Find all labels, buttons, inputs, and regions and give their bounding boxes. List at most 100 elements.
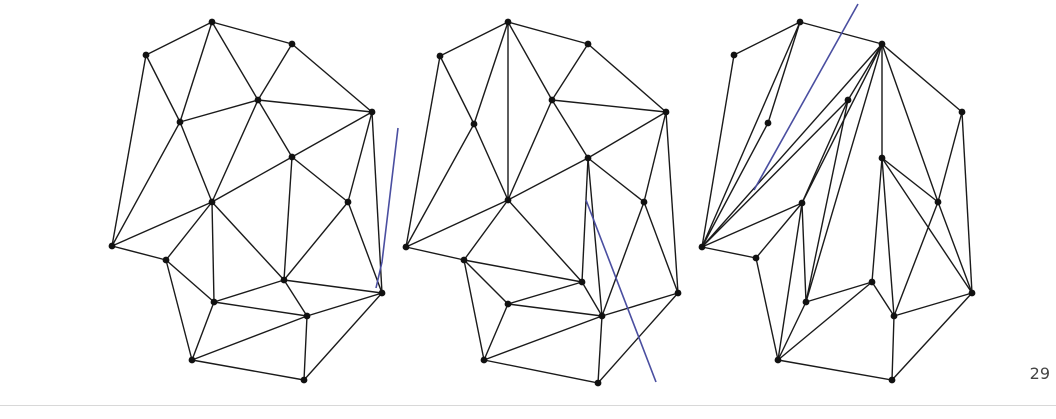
triangle-edge — [881, 157, 895, 317]
triangle-edge — [551, 99, 667, 113]
triangle-edge — [801, 43, 883, 204]
vertex — [162, 256, 170, 264]
vertex — [598, 312, 606, 320]
triangle-edge — [439, 21, 509, 57]
triangle-edge — [439, 55, 475, 125]
triangle-edge — [597, 315, 603, 384]
vertex — [584, 154, 592, 162]
vertex — [288, 40, 296, 48]
triangulation-panel-1 — [108, 18, 399, 384]
triangle-edge — [291, 111, 373, 158]
vertex — [958, 108, 966, 116]
triangle-edge — [165, 259, 193, 361]
vertex — [578, 278, 586, 286]
triangle-edge — [701, 122, 769, 248]
triangle-edge — [601, 201, 645, 317]
triangle-edge — [587, 43, 667, 113]
vertex — [796, 18, 804, 26]
triangle-edge — [211, 201, 215, 303]
bottom-divider — [0, 405, 1056, 406]
triangle-edge — [507, 99, 553, 201]
triangle-edge — [587, 157, 603, 317]
triangle-edge — [507, 199, 583, 283]
vertex — [878, 40, 886, 48]
triangle-edge — [213, 301, 308, 317]
vertex — [280, 276, 288, 284]
triangle-edge — [347, 111, 373, 203]
triangle-edge — [463, 259, 485, 361]
vertex — [254, 96, 262, 104]
vertex — [662, 108, 670, 116]
triangle-edge — [937, 201, 973, 294]
vertex — [142, 51, 150, 59]
triangle-edge — [643, 201, 679, 294]
triangle-edge — [551, 43, 589, 101]
triangle-edge — [551, 99, 589, 159]
triangle-edge — [211, 99, 259, 203]
triangle-edge — [601, 292, 679, 317]
vertex — [844, 96, 852, 104]
triangle-edge — [211, 21, 259, 101]
triangle-edge — [257, 43, 293, 101]
triangle-edge — [303, 315, 308, 381]
triangle-edge — [701, 99, 849, 248]
triangle-edge — [191, 315, 308, 361]
triangle-edge — [755, 202, 803, 259]
triangle-edge — [643, 111, 667, 203]
triangle-edge — [507, 21, 589, 45]
triangle-edge — [405, 246, 465, 261]
triangle-edge — [891, 315, 895, 381]
triangle-edge — [847, 43, 883, 101]
triangle-edge — [587, 111, 667, 159]
vertex — [774, 356, 782, 364]
vertex — [730, 51, 738, 59]
triangle-edge — [211, 21, 293, 45]
vertex — [752, 254, 760, 262]
vertex — [584, 40, 592, 48]
vertex — [878, 154, 886, 162]
triangle-edge — [405, 55, 441, 248]
vertex — [368, 108, 376, 116]
triangle-edge — [257, 99, 293, 158]
highlight-line — [753, 3, 859, 191]
triangle-edge — [405, 199, 509, 248]
vertex — [802, 298, 810, 306]
triangle-edge — [805, 99, 849, 303]
triangle-edge — [211, 201, 285, 281]
triangle-edge — [755, 257, 779, 361]
triangle-edge — [347, 201, 383, 294]
triangle-edge — [473, 21, 509, 125]
vertex — [764, 119, 772, 127]
triangle-edge — [211, 156, 293, 203]
vertex — [480, 356, 488, 364]
triangle-edge — [805, 43, 883, 303]
triangle-edge — [777, 359, 893, 381]
vertex — [504, 300, 512, 308]
triangle-edge — [581, 157, 589, 283]
vertex — [504, 196, 512, 204]
vertex — [888, 376, 896, 384]
triangle-edge — [371, 111, 383, 294]
triangle-edge — [405, 123, 475, 248]
vertex — [208, 18, 216, 26]
triangle-edge — [665, 111, 679, 294]
triangle-edge — [871, 281, 895, 317]
triangle-edge — [191, 359, 305, 381]
triangle-edge — [701, 54, 735, 248]
triangle-edge — [213, 279, 285, 303]
triangle-edge — [283, 279, 383, 294]
triangle-edge — [111, 121, 181, 247]
triangle-edge — [483, 303, 509, 361]
triangle-edge — [179, 99, 259, 123]
triangle-edge — [291, 43, 373, 113]
highlight-line — [375, 127, 399, 289]
triangle-edge — [191, 301, 215, 361]
vertex — [300, 376, 308, 384]
triangle-edge — [111, 54, 147, 247]
triangle-edge — [871, 157, 883, 283]
triangle-edge — [257, 99, 373, 113]
triangulation-panel-2 — [402, 18, 682, 387]
triangle-edge — [179, 21, 213, 123]
triangle-edge — [701, 43, 883, 248]
